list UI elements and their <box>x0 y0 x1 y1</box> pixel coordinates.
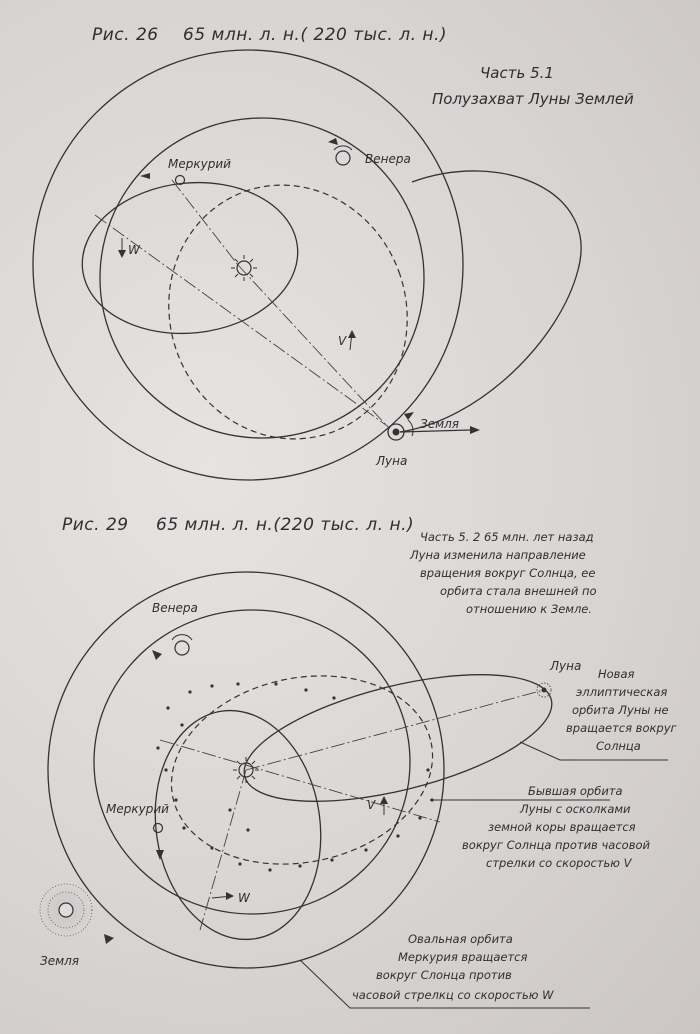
fig2-new-moon-orbit <box>243 674 553 802</box>
fig2-note: Часть 5. 2 65 млн. лет назад Луна измени… <box>409 530 597 616</box>
svg-text:Солнца: Солнца <box>596 739 641 753</box>
svg-text:земной коры вращается: земной коры вращается <box>488 820 636 834</box>
fig1-earth-trail-arrow <box>470 426 480 434</box>
fig2-callout-mercury: Овальная орбита Меркурия вращается вокру… <box>352 932 554 1002</box>
fig1-axis-3 <box>237 264 387 426</box>
svg-text:Овальная орбита: Овальная орбита <box>408 932 513 946</box>
figure-2: Рис. 29 65 млн. л. н.(220 тыс. л. н.) Ча… <box>39 515 678 1009</box>
svg-text:отношению к Земле.: отношению к Земле. <box>466 602 592 616</box>
svg-text:Меркурия вращается: Меркурия вращается <box>398 950 527 964</box>
fig2-caption: Рис. 29 <box>62 515 129 535</box>
fig1-label-v: V <box>338 334 347 348</box>
svg-text:Бывшая орбита: Бывшая орбита <box>528 784 623 798</box>
fig2-period: 65 млн. л. н.(220 тыс. л. н.) <box>156 515 414 535</box>
fig1-venus-orbit-arrow <box>328 138 338 145</box>
svg-text:часовой стрелкц со скоростью W: часовой стрелкц со скоростью W <box>352 988 554 1002</box>
fig2-venus-orbit-arrow <box>152 650 162 660</box>
fig2-axis-2 <box>199 769 247 931</box>
fig1-period: 65 млн. л. н.( 220 тыс. л. н.) <box>183 25 447 45</box>
fig1-earth-spin <box>407 419 414 437</box>
fig1-venus-planet <box>335 150 351 166</box>
fig1-axis-2 <box>171 179 239 266</box>
fig2-mercury-orbit-arrow <box>156 850 164 860</box>
fig2-sun-icon <box>233 757 259 783</box>
svg-text:Новая: Новая <box>598 667 635 681</box>
fig2-earth-orbit-arrow <box>104 934 114 944</box>
fig2-callout-former: Бывшая орбита Луны с осколками земной ко… <box>462 784 651 870</box>
svg-text:вокруг Солнца против часовой: вокруг Солнца против часовой <box>462 838 651 852</box>
svg-text:Луны с осколками: Луны с осколками <box>519 802 631 816</box>
fig1-earth-orbit <box>32 49 464 481</box>
fig2-callout-moon-line <box>519 741 668 761</box>
figure-1: Рис. 26 65 млн. л. н.( 220 тыс. л. н.) Ч… <box>32 25 634 481</box>
svg-text:стрелки со скоростью V: стрелки со скоростью V <box>486 856 633 870</box>
fig2-former-moon-orbit <box>170 675 434 865</box>
svg-text:вокруг Слонца против: вокруг Слонца против <box>376 968 512 982</box>
fig1-caption: Рис. 26 <box>92 25 159 45</box>
fig1-venus-orbit <box>99 117 425 439</box>
fig2-mercury-orbit <box>154 709 322 941</box>
fig1-moon-orbit <box>168 184 408 440</box>
fig1-sun-icon <box>231 255 257 281</box>
svg-text:Часть 5. 2 65 млн. лет назад: Часть 5. 2 65 млн. лет назад <box>420 530 594 544</box>
fig1-mercury-planet <box>174 174 186 186</box>
svg-text:орбита стала внешней по: орбита стала внешней по <box>440 584 597 598</box>
fig2-venus-planet <box>174 640 190 656</box>
fig2-callout-mercury-line <box>299 959 590 1009</box>
fig2-label-v: V <box>367 798 376 812</box>
fig2-outer-orbit <box>47 571 445 969</box>
fig1-subtitle: Полузахват Луны Землей <box>432 90 634 108</box>
fig1-earth-trail <box>399 429 471 433</box>
fig2-label-venus: Венера <box>152 601 198 615</box>
fig1-earth-planet <box>387 423 405 441</box>
fig2-label-earth: Земля <box>40 954 79 968</box>
fig2-callout-moon: Новая эллиптическая орбита Луны не враща… <box>566 667 678 753</box>
fig1-part: Часть 5.1 <box>480 64 554 82</box>
fig2-axis-3 <box>245 689 545 771</box>
fig1-label-venus: Венера <box>365 152 411 166</box>
fig2-mercury-planet <box>152 822 164 834</box>
fig2-label-mercury: Меркурий <box>106 802 169 816</box>
fig1-label-moon: Луна <box>375 454 407 468</box>
fig2-venus-orbit <box>93 609 411 915</box>
fig2-moon-planet <box>536 682 552 698</box>
fig2-earth-planet <box>39 883 93 937</box>
fig1-axis-1 <box>94 214 391 429</box>
fig1-mercury-orbit <box>81 181 299 335</box>
svg-text:эллиптическая: эллиптическая <box>576 685 667 699</box>
fig2-label-w: W <box>238 891 251 905</box>
fig2-axis-1 <box>159 739 441 823</box>
fig1-label-w: W <box>128 243 141 257</box>
svg-text:вращается вокруг: вращается вокруг <box>566 721 678 735</box>
fig1-moon-capture-path <box>399 170 582 433</box>
fig2-debris <box>156 682 434 872</box>
svg-text:орбита Луны не: орбита Луны не <box>572 703 669 717</box>
fig1-venus-spin <box>333 145 353 151</box>
svg-text:Луна изменила направление: Луна изменила направление <box>409 548 586 562</box>
svg-text:вращения вокруг Солнца, ее: вращения вокруг Солнца, ее <box>420 566 595 580</box>
fig1-moon-planet <box>392 428 400 436</box>
fig1-mercury-orbit-arrow <box>140 173 150 179</box>
fig2-label-moon: Луна <box>549 659 581 673</box>
fig1-label-mercury: Меркурий <box>168 157 231 171</box>
fig1-label-earth: Земля <box>420 417 459 431</box>
